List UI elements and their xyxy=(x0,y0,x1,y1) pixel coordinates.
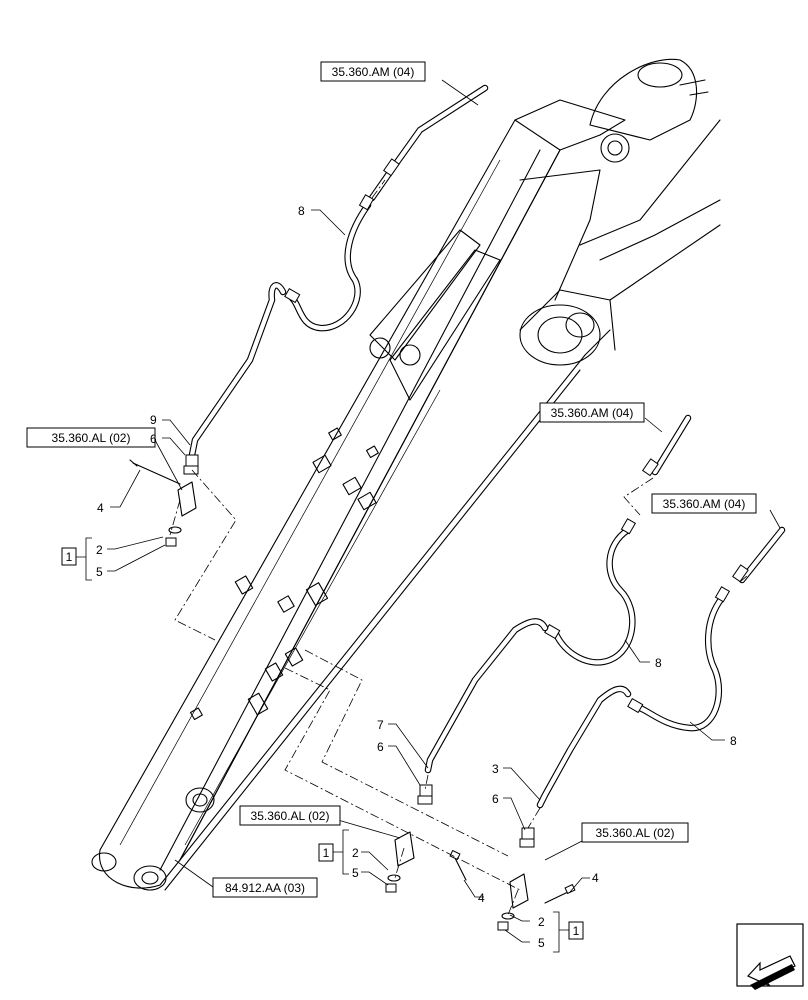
group-bracket-center: 1 xyxy=(318,829,349,875)
callout-8-right: 8 xyxy=(730,734,737,748)
group-bracket-right: 1 xyxy=(553,911,584,953)
callout-6-center: 6 xyxy=(377,740,384,754)
pipe-7 xyxy=(424,618,549,774)
callout-7: 7 xyxy=(377,718,384,732)
bolt-4-center xyxy=(454,857,467,881)
nut-5-left xyxy=(165,537,177,547)
boom-lower-bore xyxy=(185,787,215,813)
callout-5-right: 5 xyxy=(538,936,545,950)
callout-9: 9 xyxy=(150,413,157,427)
direction-arrow-icon xyxy=(736,923,804,990)
washer-2-left xyxy=(168,526,182,534)
group-bracket-left: 1 xyxy=(61,537,92,581)
reference-right-al[interactable]: 35.360.AL (02) xyxy=(581,822,689,843)
nut-5-center xyxy=(385,883,397,893)
bolt-4-right xyxy=(544,891,569,904)
callout-4-right: 4 xyxy=(592,871,599,885)
callout-5-left: 5 xyxy=(96,565,103,579)
callout-4-center: 4 xyxy=(478,891,485,905)
svg-text:1: 1 xyxy=(323,846,330,860)
top-tube-fitting xyxy=(383,158,400,177)
callout-2-center: 2 xyxy=(352,846,359,860)
svg-text:35.360.AL (02): 35.360.AL (02) xyxy=(596,826,675,840)
reference-mid-am[interactable]: 35.360.AM (04) xyxy=(539,402,645,423)
leader-lines xyxy=(107,79,781,943)
boom-arm xyxy=(91,58,721,891)
svg-text:35.360.AM (04): 35.360.AM (04) xyxy=(663,497,746,511)
reference-bottom[interactable]: 84.912.AA (03) xyxy=(212,877,318,898)
svg-text:1: 1 xyxy=(66,550,73,564)
callout-8-middle: 8 xyxy=(655,656,662,670)
bracket-right xyxy=(509,873,529,909)
callout-4-left: 4 xyxy=(97,501,104,515)
reference-left-al[interactable]: 35.360.AL (02) xyxy=(26,427,156,448)
nut-5-right xyxy=(497,921,509,931)
svg-text:1: 1 xyxy=(573,924,580,938)
reference-top-am[interactable]: 35.360.AM (04) xyxy=(320,61,426,82)
callout-2-right: 2 xyxy=(538,915,545,929)
washer-2-center xyxy=(387,874,401,882)
svg-text:35.360.AM (04): 35.360.AM (04) xyxy=(551,406,634,420)
svg-text:35.360.AM (04): 35.360.AM (04) xyxy=(332,65,415,79)
callout-5-center: 5 xyxy=(352,866,359,880)
assembly-centerlines xyxy=(169,179,749,916)
reference-center-al[interactable]: 35.360.AL (02) xyxy=(239,805,341,826)
boom-end-bore xyxy=(133,865,167,891)
callout-6-right: 6 xyxy=(492,792,499,806)
callout-2-left: 2 xyxy=(96,543,103,557)
callout-6-left: 6 xyxy=(150,432,157,446)
bracket-left xyxy=(177,481,197,517)
hose-8-middle xyxy=(551,526,636,666)
svg-text:84.912.AA (03): 84.912.AA (03) xyxy=(225,881,305,895)
boom-pivot-housing xyxy=(519,304,601,366)
bolt-4-left xyxy=(132,462,181,485)
callout-8-top: 8 xyxy=(298,204,305,218)
hydraulic-cylinder-head xyxy=(589,58,698,141)
callout-numbers: 8 9 6 4 2 5 8 8 7 6 2 5 4 3 6 4 2 5 xyxy=(96,204,737,950)
reference-right-am[interactable]: 35.360.AM (04) xyxy=(651,493,757,514)
bracket-center xyxy=(394,831,415,867)
washer-2-right xyxy=(501,912,515,920)
pipe-3 xyxy=(536,685,632,809)
top-supply-tube xyxy=(368,84,489,202)
callout-3: 3 xyxy=(492,762,499,776)
svg-text:35.360.AL (02): 35.360.AL (02) xyxy=(251,809,330,823)
svg-text:35.360.AL (02): 35.360.AL (02) xyxy=(52,431,131,445)
